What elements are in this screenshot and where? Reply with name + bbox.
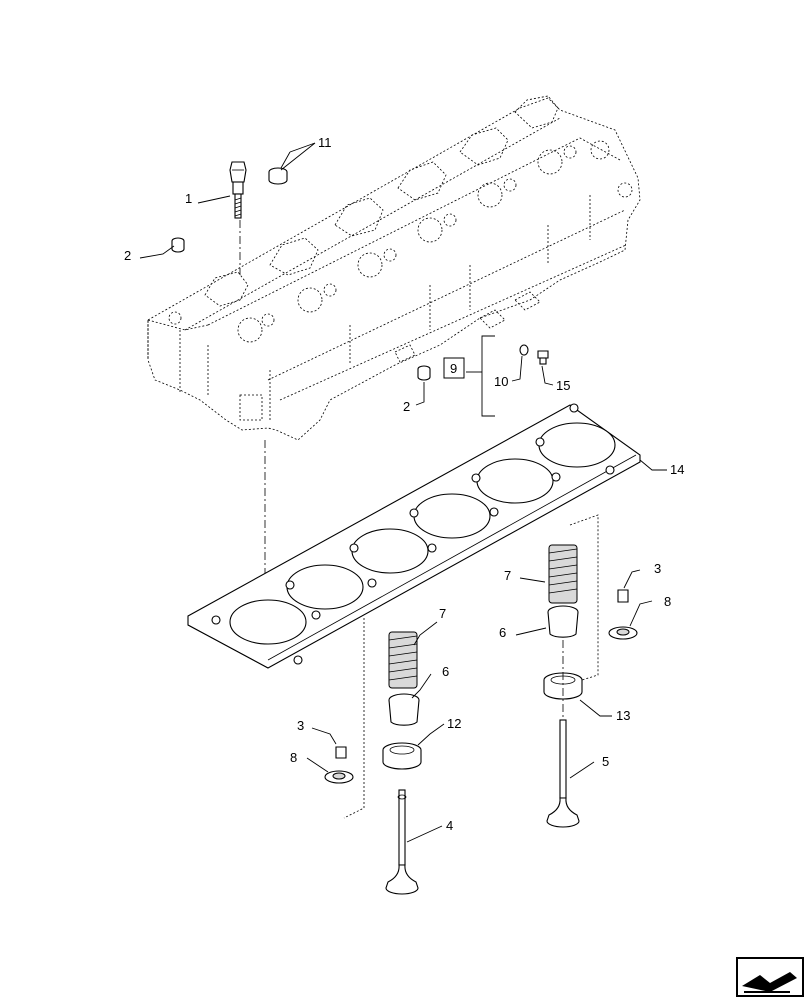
plug [268, 167, 288, 185]
callout-15: 15 [556, 378, 570, 393]
callout-box-9 [443, 357, 465, 379]
leader-lines [139, 142, 667, 843]
sleeve-fitting [171, 237, 185, 253]
callout-11: 11 [318, 135, 332, 150]
assembly-outline [569, 514, 599, 681]
plug-screw [537, 350, 549, 365]
callout-2: 2 [124, 248, 131, 263]
callout-8: 8 [290, 750, 297, 765]
spring-seat [324, 770, 354, 784]
head-bolt [229, 161, 247, 219]
spring-retainer [547, 605, 579, 638]
sleeve-fitting [417, 365, 431, 381]
callout-3: 3 [654, 561, 661, 576]
next-page-arrow-icon[interactable] [736, 957, 804, 997]
group-bracket [481, 335, 495, 417]
callout-3: 3 [297, 718, 304, 733]
callout-12: 12 [447, 716, 461, 731]
callout-13: 13 [616, 708, 630, 723]
callout-6: 6 [442, 664, 449, 679]
callout-9: 9 [450, 361, 457, 376]
callout-labels: 1 2 2 3 3 4 5 6 6 7 7 8 8 9 10 11 12 13 … [124, 135, 684, 833]
valve-seat-insert [382, 742, 422, 770]
callout-1: 1 [185, 191, 192, 206]
o-ring [519, 344, 529, 356]
spring-seat [608, 626, 638, 640]
callout-8: 8 [664, 594, 671, 609]
head-gasket [187, 403, 641, 669]
callout-7: 7 [504, 568, 511, 583]
valve-spring [388, 631, 418, 689]
callout-4: 4 [446, 818, 453, 833]
valve-spring [548, 544, 578, 604]
callout-6: 6 [499, 625, 506, 640]
assembly-outline [343, 618, 365, 819]
spring-retainer [388, 693, 420, 726]
cylinder-head [147, 95, 641, 441]
valve [546, 719, 580, 828]
callout-2: 2 [403, 399, 410, 414]
valve-keeper [335, 746, 347, 759]
callout-5: 5 [602, 754, 609, 769]
callout-7: 7 [439, 606, 446, 621]
callout-14: 14 [670, 462, 684, 477]
valve-keeper [617, 589, 629, 603]
callout-10: 10 [494, 374, 508, 389]
valve [385, 789, 419, 895]
